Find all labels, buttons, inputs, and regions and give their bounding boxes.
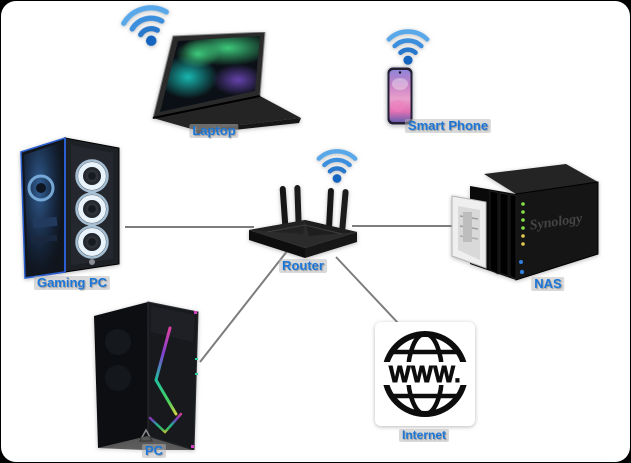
- smart-phone-label: Smart Phone: [404, 119, 492, 133]
- nas-brand: Synology: [529, 211, 584, 233]
- ejected-drive: [451, 195, 487, 269]
- internet-globe: WWW.: [375, 322, 475, 426]
- drive-bays: [489, 190, 517, 280]
- pc-device: [88, 300, 203, 450]
- laptop-device: [143, 32, 303, 136]
- front-fans: [75, 159, 109, 259]
- laptop-label: Laptop: [189, 124, 239, 138]
- wifi-icon: [113, 0, 181, 55]
- link-router-pc: [199, 249, 289, 363]
- nas-device: Synology: [450, 160, 602, 288]
- gaming-pc-device: [15, 132, 127, 280]
- www-text: WWW.: [389, 361, 461, 387]
- wifi-icon: [383, 26, 433, 66]
- pc-label: PC: [141, 444, 167, 458]
- router-device: [247, 180, 359, 260]
- gaming-pc-label: Gaming PC: [33, 276, 111, 290]
- smartphone-device: [386, 66, 414, 126]
- status-leds: [519, 202, 525, 275]
- internet-label: Internet: [398, 429, 450, 442]
- antennas: [279, 185, 349, 231]
- nas-label: NAS: [531, 277, 565, 291]
- wifi-icon: [312, 146, 362, 184]
- link-router-internet: [335, 256, 400, 325]
- router-label: Router: [279, 259, 327, 273]
